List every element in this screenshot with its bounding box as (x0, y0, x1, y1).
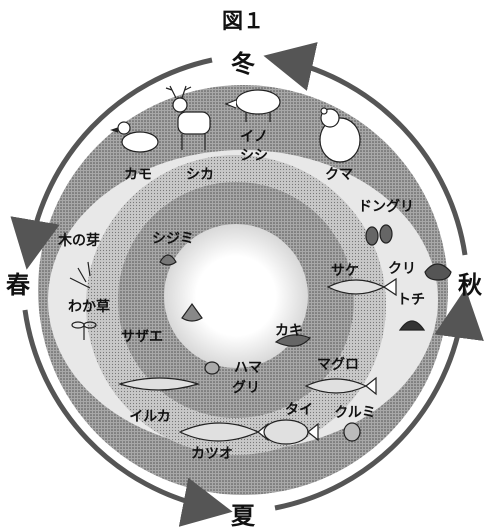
label-kamo: カモ (124, 167, 152, 183)
sprout-icon (71, 321, 97, 340)
center-circle (164, 224, 308, 368)
arrow-spring-to-summer (22, 309, 233, 527)
salmon-icon (326, 277, 397, 297)
season-spring: 春 (6, 271, 30, 299)
label-tochi: トチ (397, 292, 425, 308)
tuna-icon (304, 376, 377, 396)
label-kurumi: クルミ (334, 405, 376, 421)
arrow-winter-to-spring (10, 57, 213, 270)
label-kinome: 木の芽 (57, 232, 100, 249)
label-sake: サケ (331, 263, 359, 279)
label-kaki: カキ (275, 323, 303, 339)
labels: カモ シカ イノ シシ クマ ドングリ 木の芽 シジミ サケ クリ トチ わか草… (57, 129, 425, 462)
label-donguri: ドングリ (358, 198, 414, 215)
oyster-icon (274, 334, 311, 347)
label-katsuo: カツオ (191, 446, 233, 462)
sazae-icon (181, 302, 203, 322)
season-summer: 夏 (231, 502, 256, 530)
season-autumn: 秋 (458, 271, 483, 299)
figure-title: 図１ (222, 9, 264, 33)
label-maguro: マグロ (317, 356, 359, 373)
hamaguri-icon (204, 361, 220, 375)
bear-icon (319, 107, 361, 163)
label-tai: タイ (285, 402, 313, 418)
label-sazae: サザエ (121, 329, 163, 345)
horse-chestnut-icon (398, 320, 426, 331)
acorn-icon (365, 224, 393, 246)
boar-icon (224, 89, 281, 122)
deer-icon (165, 85, 211, 150)
sea-bream-icon (263, 419, 319, 445)
label-inoshishi-2: シシ (240, 148, 268, 164)
label-wakakusa: わか草 (68, 298, 110, 315)
arrow-summer-to-autumn (274, 288, 484, 511)
label-kuma: クマ (325, 167, 353, 183)
shijimi-icon (159, 254, 177, 266)
label-hamaguri-2: グリ (232, 379, 260, 396)
season-winter: 冬 (231, 50, 255, 78)
walnut-icon (343, 422, 361, 442)
label-hamaguri-1: ハマ (234, 360, 262, 376)
label-inoshishi-1: イノ (240, 129, 268, 145)
label-iruka: イルカ (129, 409, 171, 425)
duck-icon (110, 121, 159, 153)
season-arrows (10, 42, 484, 527)
arrow-autumn-to-winter (263, 42, 468, 256)
label-shika: シカ (186, 167, 214, 183)
tree-bud-icon (69, 261, 91, 289)
label-kuri: クリ (388, 261, 416, 277)
label-shijimi: シジミ (152, 231, 194, 247)
dolphin-icon (117, 377, 201, 391)
chestnut-icon (424, 263, 452, 281)
